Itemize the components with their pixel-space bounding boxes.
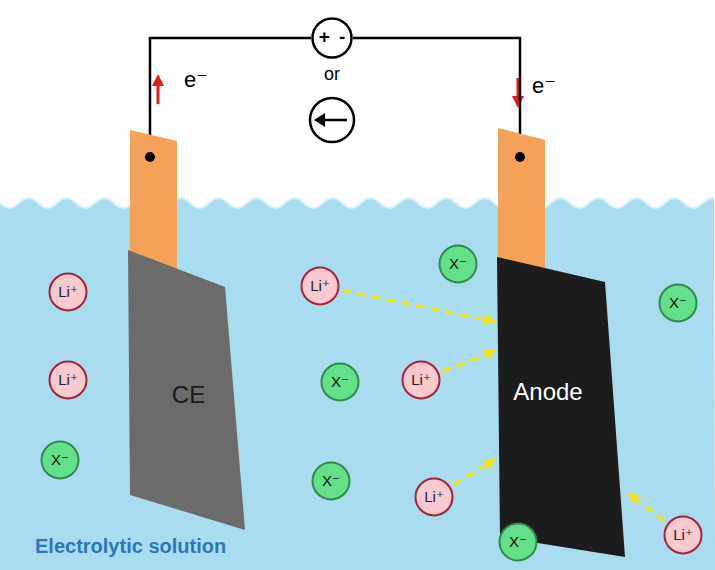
terminal-dot: [515, 152, 525, 162]
current-source-arrow: [322, 119, 347, 122]
lithium-ion: Li⁺: [48, 272, 88, 312]
ion-symbol: X⁻: [331, 374, 349, 391]
ion-symbol: Li⁺: [58, 284, 78, 301]
electron-arrow: [157, 84, 160, 104]
ion-symbol: Li⁺: [58, 372, 78, 389]
lithium-ion: Li⁺: [300, 266, 340, 306]
ion-symbol: X⁻: [449, 256, 467, 273]
lithium-ion: Li⁺: [663, 515, 703, 555]
voltage-source: +-: [311, 17, 353, 59]
water-surface: [0, 198, 714, 208]
electrode-name: Anode: [513, 379, 582, 405]
electrolyte-label: Electrolytic solution: [35, 535, 226, 557]
ion-migration-arrow: [629, 493, 665, 521]
circle-shape: [500, 524, 537, 561]
anion: X⁻: [311, 461, 351, 501]
current-source-symbol: [310, 98, 354, 142]
anion: X⁻: [320, 362, 360, 402]
anion: X⁻: [658, 283, 698, 323]
electron-arrowhead: [512, 96, 524, 108]
electron-arrowhead: [152, 74, 164, 86]
anion: X⁻: [498, 522, 538, 562]
current-source-arrowhead: [314, 113, 325, 127]
ion-symbol: Li⁺: [424, 489, 444, 506]
circle-shape: [660, 285, 697, 322]
electron-label: e⁻: [532, 74, 556, 98]
circle-shape: [322, 364, 359, 401]
circle-outline: [311, 17, 353, 59]
circle-shape: [302, 268, 339, 305]
circle-shape: [416, 479, 453, 516]
ion-migration-arrow: [343, 291, 496, 322]
electron-label: e⁻: [184, 68, 208, 92]
ion-symbol: X⁻: [669, 295, 687, 312]
ion-symbol: X⁻: [322, 473, 340, 490]
circle-shape: [42, 442, 79, 479]
circle-shape: [313, 19, 352, 58]
electrode-outline: [497, 257, 627, 557]
polarity-sign: -: [339, 27, 345, 48]
electrode-plate: [497, 257, 625, 557]
lithium-ion: Li⁺: [48, 360, 88, 400]
circuit-wire: [353, 38, 520, 257]
electrode-tab: [130, 130, 177, 272]
circle-shape: [50, 362, 87, 399]
counter-electrode: CE: [128, 250, 245, 530]
ion-symbol: Li⁺: [673, 527, 693, 544]
ion-symbol: X⁻: [509, 534, 527, 551]
ion-migration-arrow: [454, 459, 496, 485]
ion-migration-arrow: [442, 351, 495, 372]
circle-shape: [440, 246, 477, 283]
terminal-dot: [145, 152, 155, 162]
ion-symbol: X⁻: [51, 452, 69, 469]
anode-electrode: Anode: [497, 257, 627, 557]
lithium-ion: Li⁺: [401, 360, 441, 400]
circle-shape: [50, 274, 87, 311]
anion: X⁻: [40, 440, 80, 480]
ion-symbol: Li⁺: [411, 372, 431, 389]
circle-shape: [665, 517, 702, 554]
anion: X⁻: [438, 244, 478, 284]
circle-shape: [403, 362, 440, 399]
electrode-plate: [128, 250, 245, 530]
electrode-name: CE: [172, 382, 205, 408]
electrolyte-bath: [0, 198, 715, 570]
lithium-ion: Li⁺: [414, 477, 454, 517]
polarity-sign: +: [319, 27, 330, 48]
ion-symbol: Li⁺: [310, 278, 330, 295]
or-label: or: [324, 65, 340, 85]
electrode-tab: [498, 128, 545, 272]
circle-shape: [313, 463, 350, 500]
